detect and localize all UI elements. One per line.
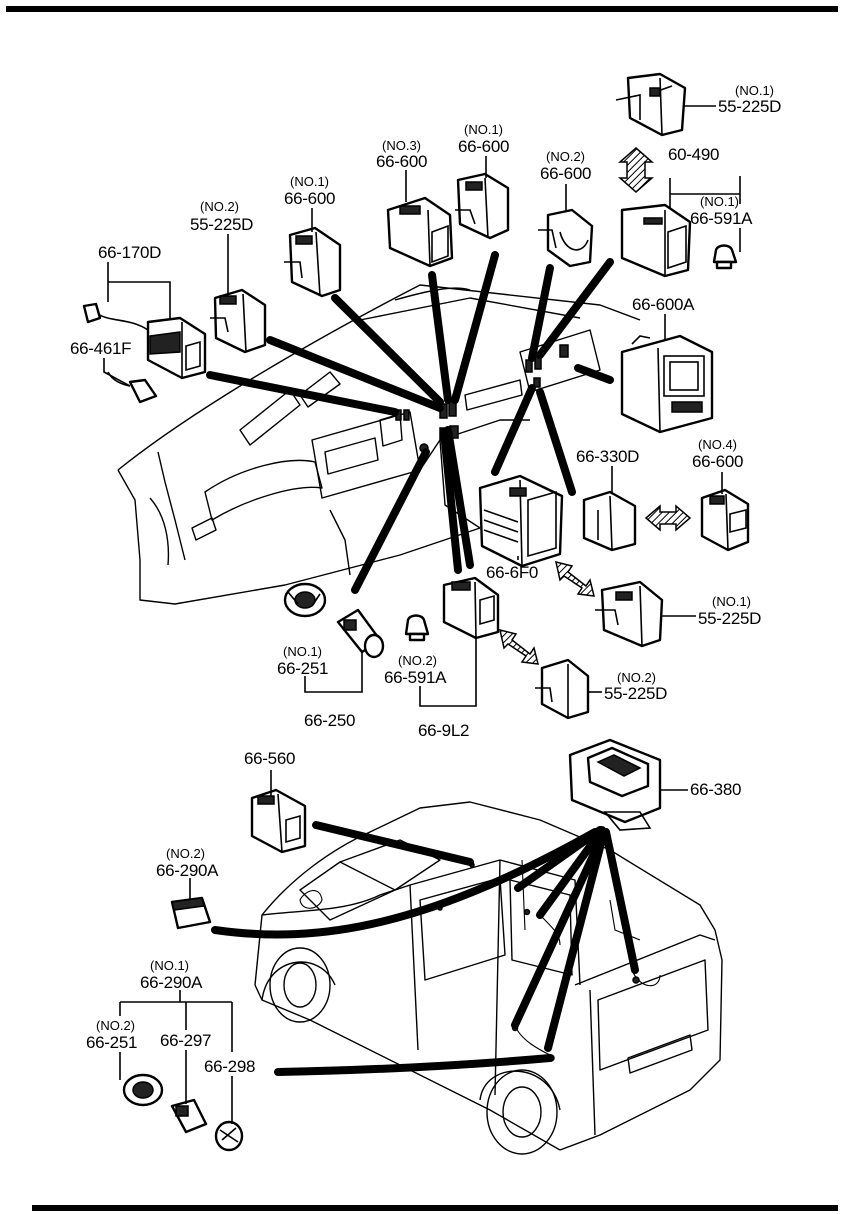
leader-lines: [103, 105, 741, 1124]
label-66-600-no1-left: 66-600: [284, 189, 335, 208]
label-66-600a: 66-600A: [632, 295, 695, 314]
part-66-591a-no1-bulb-icon: [712, 244, 738, 270]
part-66-298-cap-icon: [214, 1120, 244, 1152]
label-66-591a-no1-sub: (NO.1): [700, 194, 739, 209]
part-66-290a-no2-plug-icon: [170, 896, 212, 930]
part-66-600-no1-left-icon: [284, 226, 342, 298]
label-66-251-no1-sub: (NO.1): [283, 644, 322, 659]
label-66-600-no3-sub: (NO.3): [382, 138, 421, 153]
dashboard-illustration: [117, 284, 641, 605]
part-66-461f-bulb-icon: [107, 371, 158, 404]
part-60-490-icon: [620, 203, 692, 278]
label-66-591a-no1: 66-591A: [690, 209, 753, 228]
part-55-225d-no2-left-icon: [210, 288, 267, 354]
label-66-290a-no2: 66-290A: [156, 861, 219, 880]
part-66-251-no1-socket-icon: [283, 582, 327, 618]
label-66-600-no4-sub: (NO.4): [698, 437, 737, 452]
label-66-330d: 66-330D: [576, 447, 639, 466]
swap-arrow-lower-icon: [499, 628, 539, 665]
part-55-225d-no1-right-icon: [595, 580, 664, 648]
part-66-251-no2-socket-icon: [122, 1073, 164, 1107]
label-66-251-no1: 66-251: [277, 659, 328, 678]
label-66-600-no2: 66-600: [540, 164, 591, 183]
label-66-600-no4: 66-600: [692, 452, 743, 471]
part-66-591a-no2-bulb-icon: [404, 614, 430, 642]
label-66-298: 66-298: [204, 1057, 255, 1076]
label-66-170d: 66-170D: [98, 243, 161, 262]
van-illustration: [254, 801, 723, 1155]
part-55-225d-no1-top-icon: [615, 72, 687, 137]
label-55-225d-no1-right-sub: (NO.1): [712, 594, 751, 609]
part-66-560-switch-icon: [250, 788, 307, 854]
part-66-170d-switch-icon: [82, 302, 207, 380]
label-66-9l2: 66-9L2: [418, 721, 469, 740]
part-66-9l2-icon: [442, 576, 500, 640]
part-66-250-lighter-icon: [336, 608, 385, 659]
double-arrow-icon: [618, 147, 654, 193]
label-55-225d-no1-top-sub: (NO.1): [735, 83, 774, 98]
part-66-6f0-icon: [478, 474, 564, 568]
label-66-600-no2-sub: (NO.2): [546, 149, 585, 164]
swap-arrow-upper-icon: [555, 560, 595, 597]
label-55-225d-no2-lower-sub: (NO.2): [617, 670, 656, 685]
label-60-490: 60-490: [668, 145, 719, 164]
part-55-225d-no2-lower-icon: [535, 658, 590, 720]
part-66-600-no2-icon: [538, 208, 594, 268]
label-55-225d-no2-left-sub: (NO.2): [200, 199, 239, 214]
label-66-251-no2: 66-251: [86, 1033, 137, 1052]
label-55-225d-no1-right: 55-225D: [698, 609, 761, 628]
swap-arrow-icon: [644, 504, 692, 532]
label-66-250: 66-250: [304, 711, 355, 730]
label-66-290a-no1: 66-290A: [140, 973, 203, 992]
label-66-290a-no1-sub: (NO.1): [150, 958, 189, 973]
part-66-600-no4-icon: [700, 488, 750, 552]
label-66-461f: 66-461F: [70, 339, 131, 358]
label-66-6f0: 66-6F0: [486, 563, 538, 582]
part-labels: (NO.1) 55-225D 60-490 (NO.1) 66-591A (NO…: [70, 83, 781, 1076]
label-55-225d-no1-top: 55-225D: [718, 97, 781, 116]
label-66-297: 66-297: [160, 1031, 211, 1050]
label-66-600-no3: 66-600: [376, 152, 427, 171]
label-66-600-no1-left-sub: (NO.1): [290, 174, 329, 189]
label-66-560: 66-560: [244, 749, 295, 768]
label-66-251-no2-sub: (NO.2): [96, 1018, 135, 1033]
label-55-225d-no2-lower: 55-225D: [604, 684, 667, 703]
label-66-600-no1-mid: 66-600: [458, 137, 509, 156]
part-66-600a-clock-icon: [620, 334, 714, 434]
label-66-380: 66-380: [690, 780, 741, 799]
part-66-297-element-icon: [170, 1098, 208, 1134]
label-66-600-no1-mid-sub: (NO.1): [464, 122, 503, 137]
part-66-600-no1-mid-icon: [455, 172, 510, 240]
label-66-591a-no2-sub: (NO.2): [398, 653, 437, 668]
label-55-225d-no2-left: 55-225D: [190, 215, 253, 234]
pointer-lines: [206, 251, 639, 1076]
part-66-380-window-switch-icon: [568, 738, 662, 831]
label-66-591a-no2: 66-591A: [384, 668, 447, 687]
part-66-600-no3-icon: [386, 196, 454, 268]
part-66-330d-icon: [582, 490, 637, 552]
label-66-290a-no2-sub: (NO.2): [166, 846, 205, 861]
